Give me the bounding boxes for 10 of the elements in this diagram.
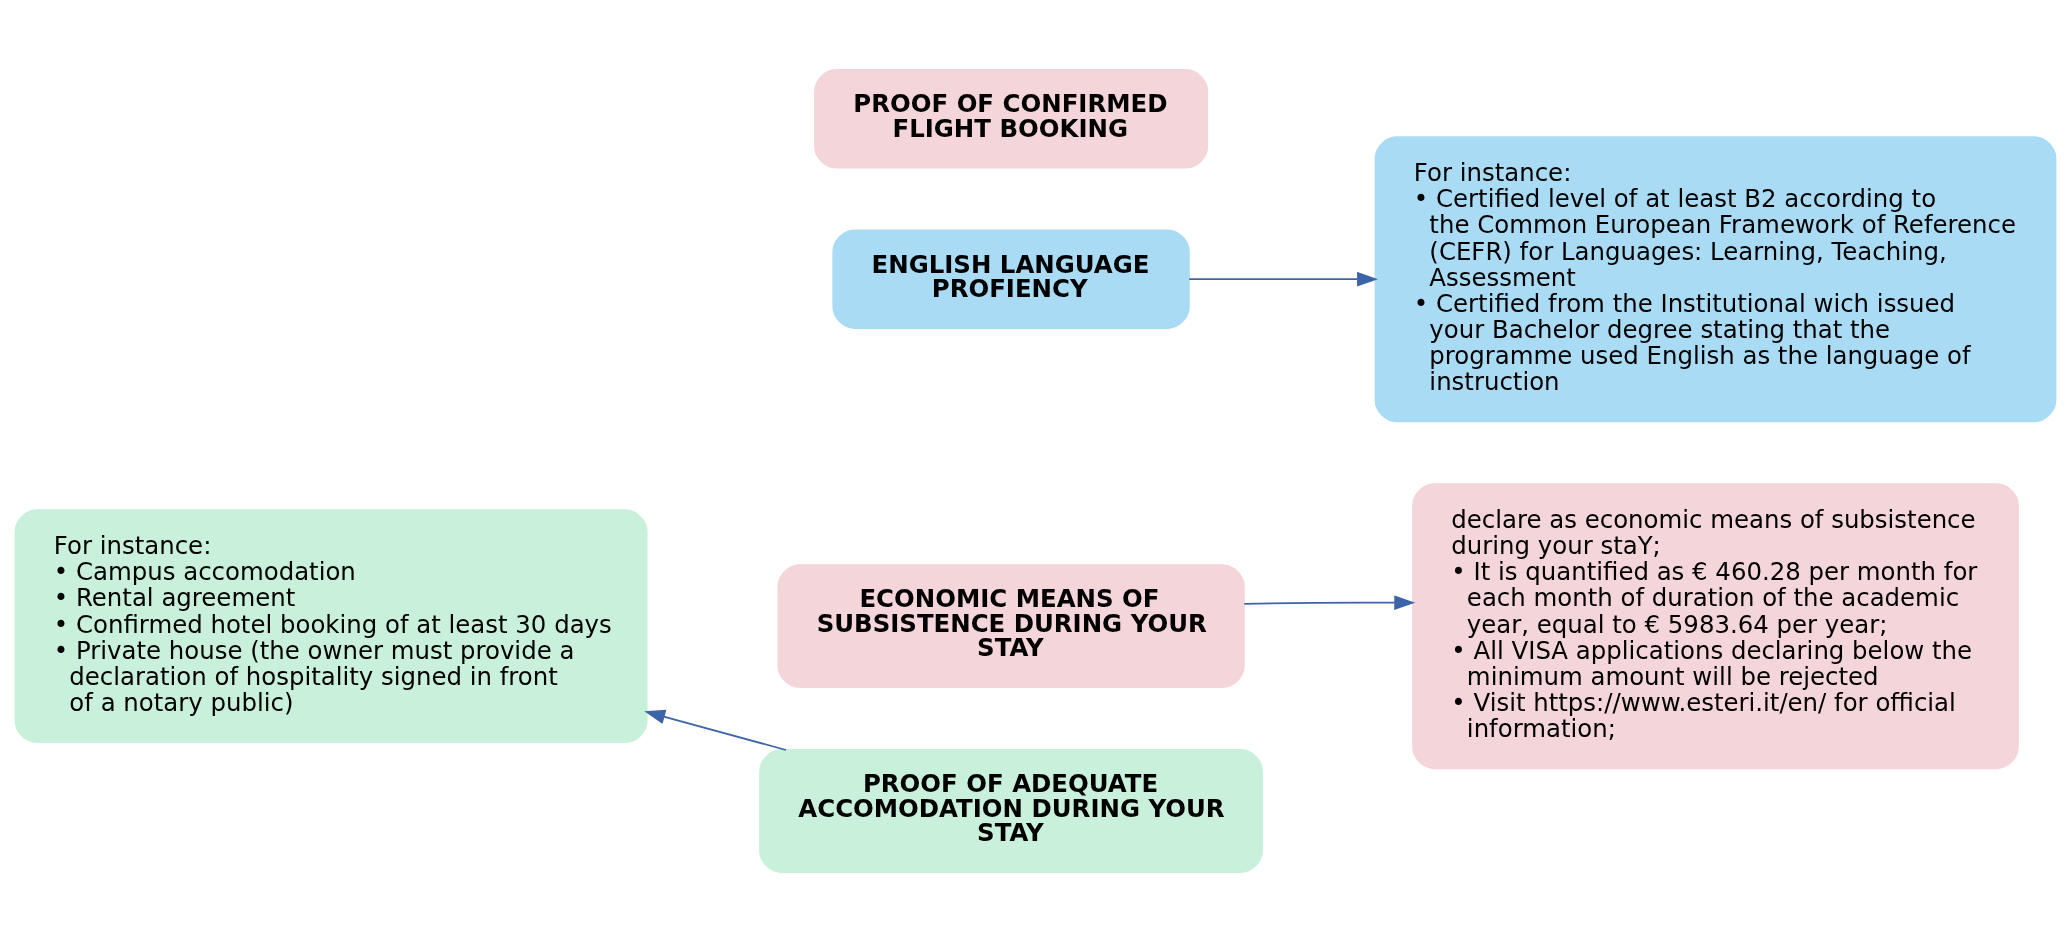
arrow bbox=[1188, 271, 1378, 287]
node-box: PROOF OF ADEQUATE ACCOMODATION DURING YOUR STAY bbox=[759, 748, 1264, 873]
node-box: ENGLISH LANGUAGE PROFIENCY bbox=[832, 229, 1190, 329]
node-box: PROOF OF CONFIRMED FLIGHT BOOKING bbox=[814, 68, 1209, 168]
node-box: declare as economic means of subsistence during your staY; • It is quantified as € 460.28 per month for each month of duration of the academic year, equal to € 5983.64 per year; • All VISA applications declaring below the minimum amount will be rejected • Visit https://www.esteri.it/en/ for official information; bbox=[1412, 482, 2019, 769]
node-box: For instance: • Certified level of at least B2 according to the Common European Framework of Reference (CEFR) for Languages: Learning, Teaching, Assessment • Certified from the Institutional wich issued your Bachelor degree stating that the programme used English as the language of instruction bbox=[1374, 135, 2057, 422]
arrow bbox=[1243, 594, 1416, 610]
node-box: For instance: • Campus accomodation • Rental agreement • Confirmed hotel booking of at least 30 days • Private house (the owner must provide a declaration of hospitality signed in front of a notary public) bbox=[14, 508, 648, 743]
node-box: ECONOMIC MEANS OF SUBSISTENCE DURING YOUR STAY bbox=[777, 563, 1245, 688]
arrow bbox=[644, 709, 787, 751]
